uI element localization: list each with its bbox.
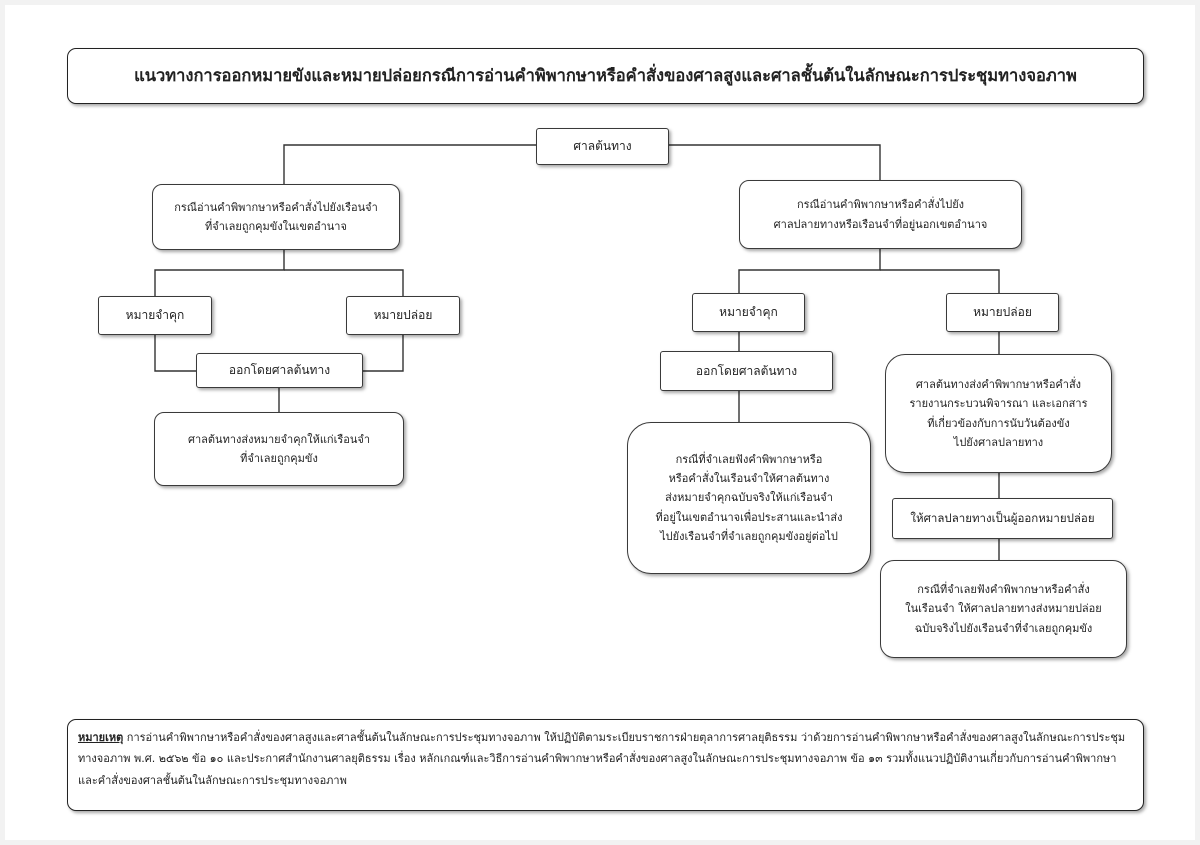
right-release-detail-box: กรณีที่จำเลยฟังคำพิพากษาหรือคำสั่ง ในเรื… <box>880 560 1127 658</box>
connector-lines <box>154 144 1000 560</box>
footnote-text: การอ่านคำพิพากษาหรือคำสั่งของศาลสูงและศา… <box>78 731 1126 787</box>
footnote-box: หมายเหตุ การอ่านคำพิพากษาหรือคำสั่งของศา… <box>67 719 1144 811</box>
connector-left-imprison <box>154 250 285 296</box>
connector-right-imprison <box>738 249 881 293</box>
connector-left-release-issued <box>363 335 404 372</box>
flowchart-page: แนวทางการออกหมายขังและหมายปล่อยกรณีการอ่… <box>5 5 1195 840</box>
left-release-warrant-label: หมายปล่อย <box>373 308 433 322</box>
left-imprison-warrant-box: หมายจำคุก <box>98 296 212 335</box>
right-release-send-text: ศาลต้นทางส่งคำพิพากษาหรือคำสั่ง รายงานกร… <box>909 378 1088 449</box>
left-case-box: กรณีอ่านคำพิพากษาหรือคำสั่งไปยังเรือนจำ … <box>152 184 400 250</box>
left-imprison-warrant-label: หมายจำคุก <box>125 308 185 322</box>
right-imprison-detail-text: กรณีที่จำเลยฟังคำพิพากษาหรือ หรือคำสั่งใ… <box>655 452 843 543</box>
right-case-box: กรณีอ่านคำพิพากษาหรือคำสั่งไปยัง ศาลปลาย… <box>739 180 1022 249</box>
connector-left-release <box>284 269 404 296</box>
right-release-send-box: ศาลต้นทางส่งคำพิพากษาหรือคำสั่ง รายงานกร… <box>885 354 1112 473</box>
right-release-warrant-box: หมายปล่อย <box>946 293 1059 332</box>
right-release-detail-text: กรณีที่จำเลยฟังคำพิพากษาหรือคำสั่ง ในเรื… <box>905 583 1102 635</box>
right-issued-by-box: ออกโดยศาลต้นทาง <box>660 351 833 391</box>
right-release-warrant-label: หมายปล่อย <box>973 305 1032 319</box>
connector-right-release <box>880 269 1000 293</box>
left-action-box: ศาลต้นทางส่งหมายจำคุกให้แก่เรือนจำ ที่จำ… <box>154 412 404 486</box>
root-court-label: ศาลต้นทาง <box>573 139 632 153</box>
right-case-text: กรณีอ่านคำพิพากษาหรือคำสั่งไปยัง ศาลปลาย… <box>773 198 988 231</box>
right-issued-by-label: ออกโดยศาลต้นทาง <box>695 363 798 378</box>
connector-root-left <box>283 144 536 184</box>
right-imprison-detail-box: กรณีที่จำเลยฟังคำพิพากษาหรือ หรือคำสั่งใ… <box>627 422 871 574</box>
right-release-issuer-box: ให้ศาลปลายทางเป็นผู้ออกหมายปล่อย <box>892 498 1113 539</box>
diagram-title-text: แนวทางการออกหมายขังและหมายปล่อยกรณีการอ่… <box>134 65 1077 85</box>
left-action-text: ศาลต้นทางส่งหมายจำคุกให้แก่เรือนจำ ที่จำ… <box>188 432 370 465</box>
right-release-issuer-label: ให้ศาลปลายทางเป็นผู้ออกหมายปล่อย <box>910 511 1095 526</box>
footnote-label: หมายเหตุ <box>78 731 124 744</box>
right-imprison-warrant-label: หมายจำคุก <box>719 305 778 319</box>
connector-root-right <box>669 144 881 180</box>
root-court-box: ศาลต้นทาง <box>536 128 669 165</box>
diagram-title: แนวทางการออกหมายขังและหมายปล่อยกรณีการอ่… <box>67 48 1144 104</box>
left-case-text: กรณีอ่านคำพิพากษาหรือคำสั่งไปยังเรือนจำ … <box>174 200 378 233</box>
left-release-warrant-box: หมายปล่อย <box>346 296 460 335</box>
left-issued-by-box: ออกโดยศาลต้นทาง <box>196 353 363 388</box>
left-issued-by-label: ออกโดยศาลต้นทาง <box>228 363 331 377</box>
right-imprison-warrant-box: หมายจำคุก <box>692 293 805 332</box>
connector-left-imprison-issued <box>154 335 196 372</box>
